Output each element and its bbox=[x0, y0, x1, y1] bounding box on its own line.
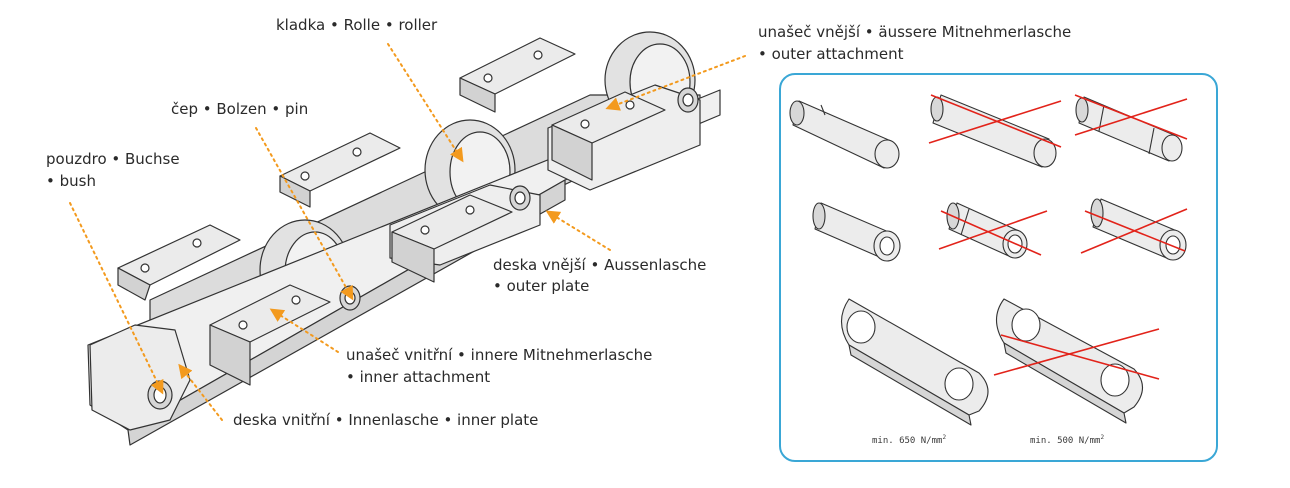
label-outer-plate-line2: • outer plate bbox=[493, 277, 590, 295]
leader-pin bbox=[255, 127, 354, 301]
label-inner-plate: deska vnitřní • Innenlasche • inner plat… bbox=[233, 411, 539, 429]
comparison-panel bbox=[779, 73, 1218, 462]
label-bush-line2: • bush bbox=[46, 172, 96, 190]
bush-good bbox=[812, 202, 901, 262]
back-attachment-2-wall bbox=[279, 175, 311, 208]
leader-bush bbox=[69, 202, 164, 395]
cross-bush-1 bbox=[938, 210, 1048, 256]
pin-bad-1 bbox=[930, 94, 1057, 168]
pin-bad-2 bbox=[1075, 96, 1183, 162]
cross-plate bbox=[993, 328, 1160, 380]
label-inner-attachment-line1: unašeč vnitřní • innere Mitnehmerlasche bbox=[346, 346, 653, 364]
back-attachment-1-wall bbox=[117, 267, 151, 301]
label-bush-line1: pouzdro • Buchse bbox=[46, 150, 180, 168]
leader-roller bbox=[387, 43, 464, 163]
label-roller: kladka • Rolle • roller bbox=[276, 16, 438, 34]
comparison-illustration bbox=[789, 94, 1188, 426]
cross-pin-1 bbox=[928, 94, 1062, 148]
label-inner-attachment-line2: • inner attachment bbox=[346, 368, 491, 386]
cross-bush-2 bbox=[1080, 208, 1188, 254]
label-outer-plate-line1: deska vnější • Aussenlasche bbox=[493, 256, 707, 274]
leader-outer-plate bbox=[545, 210, 611, 251]
bush-bad-2 bbox=[1090, 198, 1187, 261]
strength-good: min. 650 N/mm2 bbox=[872, 434, 947, 446]
pin-good bbox=[789, 100, 900, 169]
cross-pin-2 bbox=[1074, 94, 1188, 140]
leader-inner-attachment bbox=[269, 308, 339, 353]
back-attachment-3-wall bbox=[459, 77, 496, 113]
label-outer-attachment-line1: unašeč vnější • äussere Mitnehmerlasche bbox=[758, 23, 1072, 41]
leader-outer-attachment bbox=[605, 55, 746, 111]
back-attachment-2 bbox=[279, 132, 401, 192]
leader-inner-plate bbox=[178, 363, 223, 421]
plate-good bbox=[840, 298, 989, 426]
plate-bad bbox=[995, 298, 1144, 424]
strength-bad: min. 500 N/mm2 bbox=[1030, 434, 1105, 446]
label-pin: čep • Bolzen • pin bbox=[171, 100, 309, 118]
label-outer-attachment-line2: • outer attachment bbox=[758, 45, 904, 63]
